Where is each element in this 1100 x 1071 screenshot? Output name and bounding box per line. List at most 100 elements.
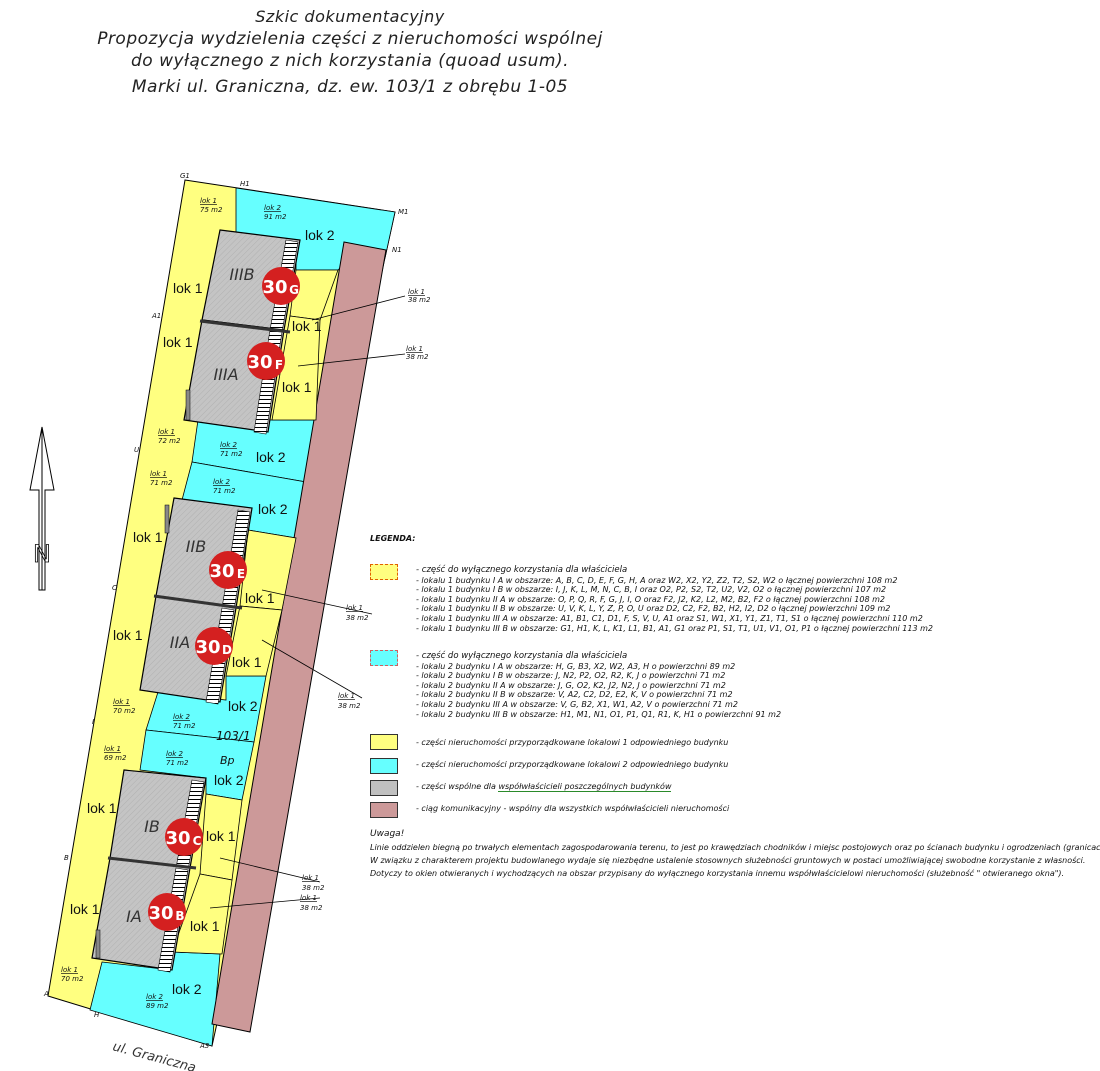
label-lok1-r2: lok 1 — [282, 379, 312, 395]
label-lok1-y5: lok 1 — [87, 800, 117, 816]
label-lok1-r6: lok 1 — [190, 918, 220, 934]
svg-text:lok 1: lok 1 — [104, 745, 121, 753]
svg-text:30: 30 — [247, 352, 272, 373]
label-lok1-r4: lok 1 — [232, 654, 262, 670]
svg-text:lok 1: lok 1 — [150, 470, 167, 478]
label-lok1-r5: lok 1 — [206, 828, 236, 844]
svg-text:H1: H1 — [240, 180, 250, 188]
title-block: Szkic dokumentacyjny Propozycja wydziele… — [0, 6, 700, 98]
svg-text:72 m2: 72 m2 — [158, 437, 181, 445]
svg-text:30: 30 — [165, 828, 190, 849]
doc-title: Szkic dokumentacyjny — [255, 7, 445, 26]
svg-text:38 m2: 38 m2 — [408, 296, 431, 304]
building-label-ia: IA — [126, 907, 142, 926]
svg-text:71 m2: 71 m2 — [173, 722, 196, 730]
svg-text:C: C — [193, 834, 202, 848]
svg-text:H: H — [94, 1011, 100, 1019]
badge-30g: 30 G — [262, 267, 300, 305]
building-label-iiia: IIIA — [213, 365, 238, 384]
svg-text:lok 2: lok 2 — [264, 204, 282, 212]
label-lok2-d: lok 2 — [228, 698, 258, 714]
label-lok1-r1: lok 1 — [292, 318, 322, 334]
swatch-gray — [370, 780, 398, 796]
svg-text:lok 2: lok 2 — [166, 750, 184, 758]
label-lok2-e: lok 2 — [214, 772, 244, 788]
label-lok1-y3: lok 1 — [133, 529, 163, 545]
swatch-rose — [370, 802, 398, 818]
label-lok1-r3: lok 1 — [245, 590, 275, 606]
svg-text:89 m2: 89 m2 — [146, 1002, 169, 1010]
doc-subtitle-2: do wyłącznego z nich korzystania (quoad … — [131, 51, 569, 71]
lok1-strip-b — [171, 873, 233, 955]
parcel-number: 103/1 — [216, 729, 251, 743]
svg-text:lok 1: lok 1 — [61, 966, 78, 974]
svg-text:38 m2: 38 m2 — [300, 904, 323, 912]
legend-header: LEGENDA: — [370, 534, 416, 543]
svg-text:91 m2: 91 m2 — [264, 213, 287, 221]
svg-text:A1: A1 — [151, 312, 161, 320]
svg-text:lok 1: lok 1 — [338, 692, 355, 700]
svg-text:71 m2: 71 m2 — [150, 479, 173, 487]
svg-text:38 m2: 38 m2 — [338, 702, 361, 710]
svg-text:M1: M1 — [398, 208, 409, 216]
label-lok1-y1: lok 1 — [173, 280, 203, 296]
doc-location: Marki ul. Graniczna, dz. ew. 103/1 z obr… — [131, 77, 569, 97]
svg-text:70 m2: 70 m2 — [61, 975, 84, 983]
building-label-iiib: IIIB — [229, 265, 254, 284]
svg-text:lok 2: lok 2 — [220, 441, 238, 449]
north-arrow-icon: N — [29, 426, 55, 591]
svg-text:O: O — [112, 584, 118, 592]
svg-text:lok 2: lok 2 — [146, 993, 164, 1001]
svg-text:A: A — [43, 990, 49, 998]
svg-text:71 m2: 71 m2 — [220, 450, 243, 458]
swatch-yellow — [370, 734, 398, 750]
svg-text:30: 30 — [148, 903, 173, 924]
svg-text:30: 30 — [209, 561, 234, 582]
building-label-iia: IIA — [170, 633, 190, 652]
label-lok2-f: lok 2 — [172, 981, 202, 997]
svg-text:lok 1: lok 1 — [408, 288, 425, 296]
label-lok2-a: lok 2 — [305, 227, 335, 243]
svg-text:lok 2: lok 2 — [173, 713, 191, 721]
building-label-iib: IIB — [186, 537, 206, 556]
north-letter: N — [33, 540, 51, 568]
svg-text:lok 1: lok 1 — [302, 874, 319, 882]
svg-text:71 m2: 71 m2 — [166, 759, 189, 767]
svg-text:lok 1: lok 1 — [158, 428, 175, 436]
svg-text:75 m2: 75 m2 — [200, 206, 223, 214]
badge-30c: 30 C — [165, 818, 203, 856]
label-lok1-y6: lok 1 — [70, 901, 100, 917]
svg-text:U: U — [134, 446, 139, 454]
svg-text:B: B — [175, 909, 184, 923]
svg-text:F: F — [275, 358, 283, 372]
swatch-lok2-dashed — [370, 650, 398, 666]
svg-text:E: E — [237, 567, 245, 581]
svg-text:lok 1: lok 1 — [300, 894, 317, 902]
svg-text:B: B — [64, 854, 69, 862]
label-lok1-y2: lok 1 — [163, 334, 193, 350]
svg-text:70 m2: 70 m2 — [113, 707, 136, 715]
svg-text:38 m2: 38 m2 — [302, 884, 325, 892]
communication-path — [211, 241, 387, 1033]
svg-text:71 m2: 71 m2 — [213, 487, 236, 495]
svg-text:38 m2: 38 m2 — [346, 614, 369, 622]
legend: LEGENDA: - część do wyłącznego korzystan… — [370, 534, 1100, 878]
svg-text:lok 1: lok 1 — [200, 197, 217, 205]
parcel-sub: Bp — [220, 754, 235, 767]
svg-text:N1: N1 — [392, 246, 402, 254]
street-label: ul. Graniczna — [111, 1039, 198, 1071]
badge-30e: 30 E — [209, 551, 247, 589]
svg-text:38 m2: 38 m2 — [406, 353, 429, 361]
swatch-cyan — [370, 758, 398, 774]
label-lok2-c: lok 2 — [258, 501, 288, 517]
lok1-strip-f — [271, 315, 321, 421]
svg-text:30: 30 — [262, 277, 287, 298]
badge-30d: 30 D — [195, 627, 233, 665]
badge-30f: 30 F — [247, 342, 285, 380]
legend-notes: Uwaga! Linie oddzielen biegną po trwałyc… — [370, 829, 1100, 878]
doc-subtitle-1: Propozycja wydzielenia części z nierucho… — [97, 29, 603, 49]
svg-text:69 m2: 69 m2 — [104, 754, 127, 762]
svg-text:G: G — [289, 283, 299, 297]
svg-text:30: 30 — [195, 637, 220, 658]
